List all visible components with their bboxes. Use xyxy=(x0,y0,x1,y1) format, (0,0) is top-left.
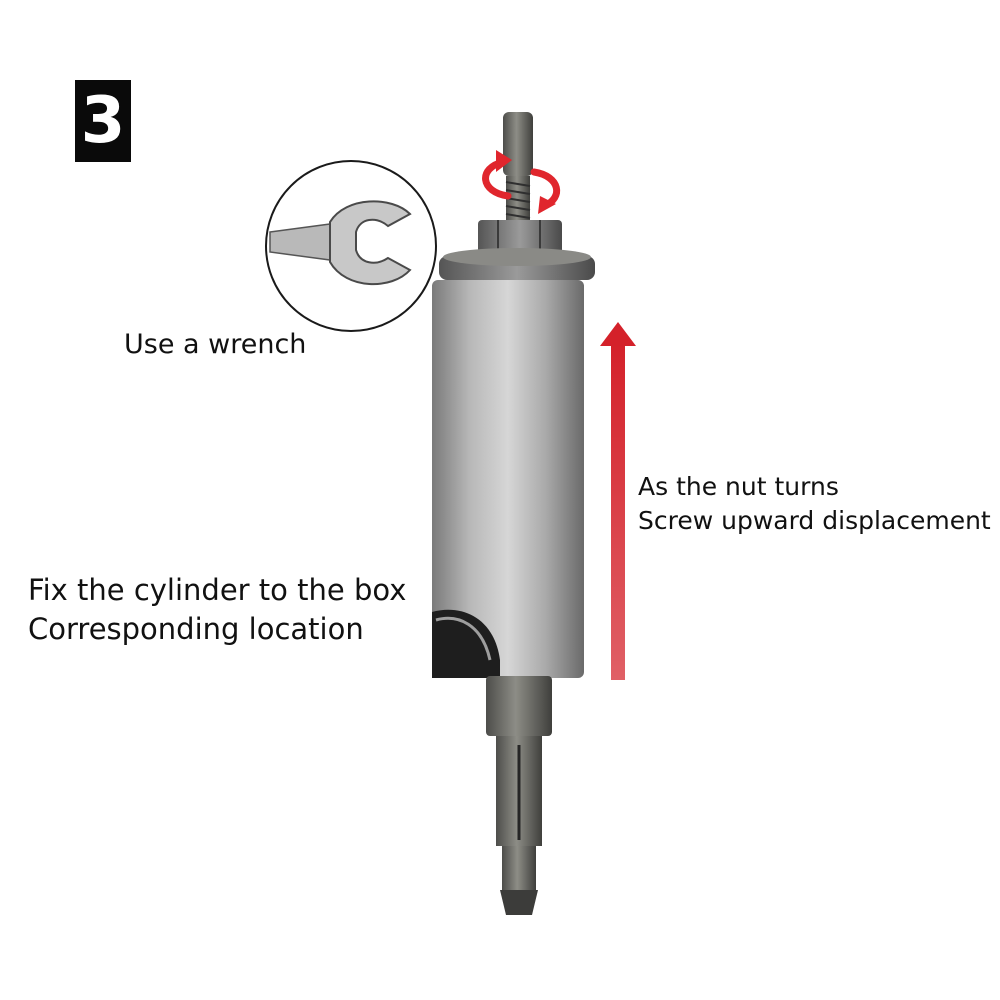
wrench-caption: Use a wrench xyxy=(124,329,307,360)
hex-nut xyxy=(478,220,562,254)
nut-caption: As the nut turns Screw upward displaceme… xyxy=(638,470,991,538)
fix-caption: Fix the cylinder to the box Correspondin… xyxy=(28,571,406,649)
up-arrow-icon xyxy=(600,322,636,680)
main-cylinder xyxy=(432,280,584,678)
nut-caption-line2: Screw upward displacement xyxy=(638,506,991,535)
rotation-arrow-icon xyxy=(482,150,561,214)
wrench-icon xyxy=(269,200,412,286)
wrench-inset xyxy=(265,160,437,332)
lower-shaft xyxy=(486,676,552,915)
cylinder-top-collar xyxy=(439,248,595,282)
fix-caption-line1: Fix the cylinder to the box xyxy=(28,573,407,607)
top-threaded-rod xyxy=(503,112,533,222)
step-number-badge: 3 xyxy=(75,80,131,162)
nut-caption-line1: As the nut turns xyxy=(638,472,839,501)
fix-caption-line2: Corresponding location xyxy=(28,612,364,646)
